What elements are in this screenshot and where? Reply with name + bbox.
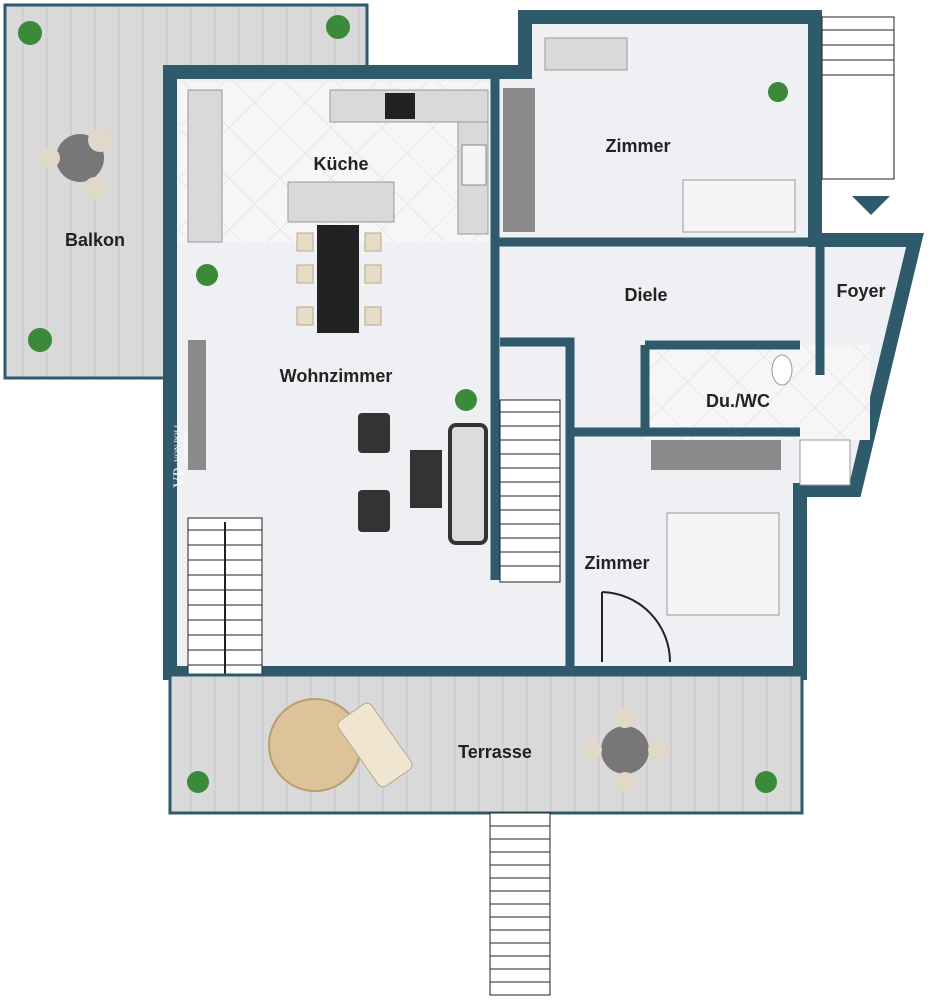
armchair-icon — [358, 413, 390, 453]
logo-name: VON POLL — [173, 423, 182, 462]
bed-icon — [682, 179, 796, 233]
bathroom-floor — [645, 345, 870, 440]
plant-icon — [28, 328, 52, 352]
room-label-zimmer-bottom: Zimmer — [584, 553, 649, 573]
plant-icon — [18, 21, 42, 45]
plant-icon — [196, 264, 218, 286]
lounger-icon — [337, 702, 413, 788]
plant-icon — [187, 771, 209, 793]
dining-table — [317, 225, 359, 333]
stairs-garden — [489, 812, 551, 996]
room-label-wohnzimmer: Wohnzimmer — [280, 366, 393, 386]
island-counter — [287, 181, 395, 223]
sink-icon — [461, 144, 487, 186]
stairs-hall — [499, 399, 561, 583]
table-icon — [582, 708, 668, 792]
bath-fixtures — [771, 354, 851, 486]
coffee-table — [410, 450, 442, 508]
room-label-duwc: Du./WC — [706, 391, 770, 411]
logo-initials: VP — [171, 467, 188, 488]
room-label-kueche: Küche — [313, 154, 368, 174]
room-bottom-furniture — [601, 440, 781, 663]
room-label-balkon: Balkon — [65, 230, 125, 250]
armchair-icon — [358, 490, 390, 532]
logo: VP VON POLL IMMOBILIEN — [171, 423, 190, 488]
shower-icon — [799, 439, 851, 486]
stairs-living — [187, 517, 263, 701]
logo-sub: IMMOBILIEN — [185, 431, 190, 462]
sofa-icon — [448, 423, 488, 545]
bed-icon — [666, 512, 780, 616]
plant-icon — [326, 15, 350, 39]
plant-icon — [455, 389, 477, 411]
plant-icon — [768, 82, 788, 102]
terrace — [168, 673, 804, 815]
room-label-zimmer-top: Zimmer — [605, 136, 670, 156]
door-swing — [601, 591, 671, 663]
stairs-entry — [821, 16, 895, 180]
entrance-arrow-icon — [852, 196, 890, 215]
living-furniture — [188, 264, 488, 545]
room-top-furniture — [503, 37, 796, 233]
toilet-icon — [771, 354, 793, 386]
kitchen-furniture — [187, 89, 489, 333]
plant-icon — [755, 771, 777, 793]
table-icon — [40, 128, 112, 199]
room-label-foyer: Foyer — [836, 281, 885, 301]
umbrella-icon — [268, 698, 362, 792]
stove-icon — [385, 93, 415, 119]
room-label-diele: Diele — [624, 285, 667, 305]
tv-unit — [188, 340, 206, 470]
room-label-terrasse: Terrasse — [458, 742, 532, 762]
